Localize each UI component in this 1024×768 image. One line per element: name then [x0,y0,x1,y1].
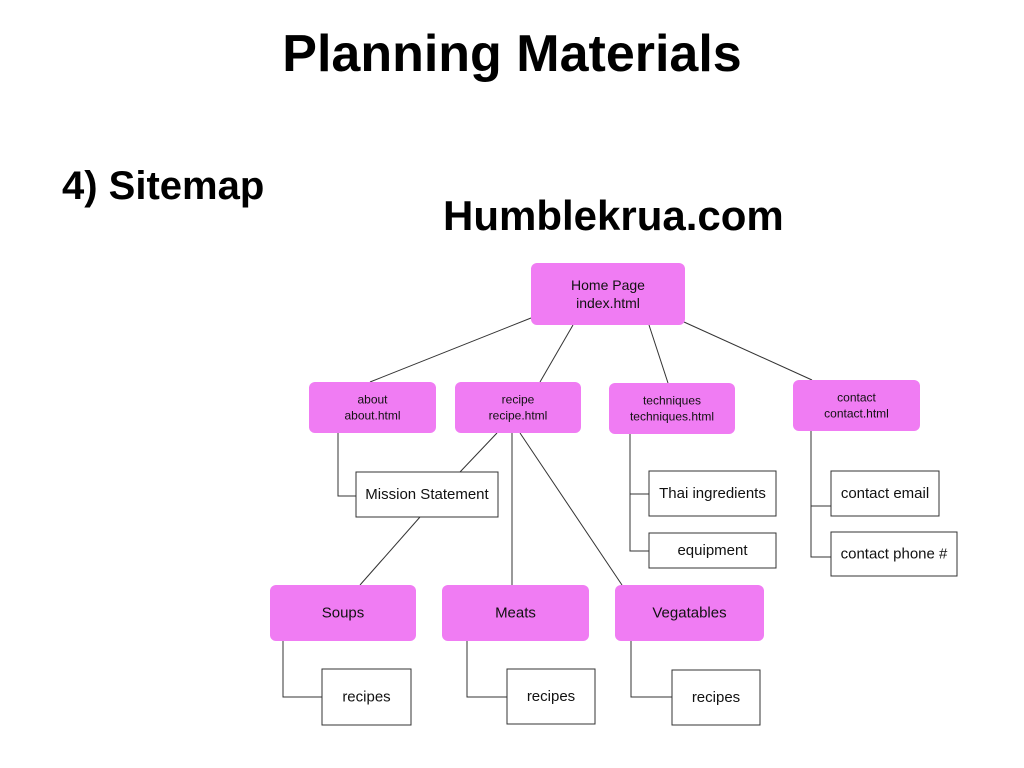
node-label-line: Home Page [571,277,645,293]
connector-lines [282,317,831,698]
node-label-line: contact [837,391,876,405]
node-meats: Meats [442,585,589,641]
node-label-line: equipment [677,542,748,559]
node-label-line: Thai ingredients [659,485,766,502]
site-name: Humblekrua.com [443,192,784,239]
node-soups-recipes: recipes [321,668,412,726]
node-home: Home Page index.html [531,263,685,325]
line-home-recipe [539,324,574,383]
content-box [506,668,596,725]
page-node-box [793,380,920,431]
page-node-box [270,585,416,641]
elbow-techniques-thai [629,434,649,495]
node-label-line: Meats [495,605,536,622]
node-contact-email: contact email [830,470,940,517]
node-label-line: Mission Statement [365,486,489,503]
line-mission-soups [359,516,421,586]
content-box [830,470,940,517]
line-home-contact [683,321,813,381]
content-box [648,470,777,517]
section-heading: 4) Sitemap [62,164,265,208]
node-meats-recipes: recipes [506,668,596,725]
content-box [355,471,499,518]
node-label-line: contact.html [824,406,889,420]
node-label-line: recipe [502,393,535,407]
content-box [671,669,761,726]
elbow-contact-email [810,431,831,507]
node-thai: Thai ingredients [648,470,777,517]
node-label-line: techniques.html [630,409,714,423]
node-soups: Soups [270,585,416,641]
node-label-line: recipes [527,688,575,705]
node-contact-phone: contact phone # [830,531,958,577]
node-label-line: contact email [841,485,929,502]
node-veg-recipes: recipes [671,669,761,726]
elbow-about-mission [337,433,356,497]
node-label-line: Vegatables [652,605,726,622]
line-home-about [369,317,532,383]
elbow-meats-recipes [466,641,507,698]
node-label-line: recipes [692,689,740,706]
node-label-line: index.html [576,295,640,311]
node-mission: Mission Statement [355,471,499,518]
line-recipe-vegatables [519,432,623,586]
content-box [648,532,777,569]
node-label-line: recipes [342,689,390,706]
node-equipment: equipment [648,532,777,569]
node-label-line: contact phone # [841,546,948,563]
elbow-soups-recipes [282,641,322,698]
content-box [830,531,958,577]
slide-title: Planning Materials [282,25,742,83]
node-label-line: Soups [322,605,365,622]
page-node-box [309,382,436,433]
page-node-box [455,382,581,433]
node-label-line: techniques [643,394,701,408]
page-node-box [615,585,764,641]
page-node-box [531,263,685,325]
elbow-techniques-equipment [629,434,649,552]
node-label-line: about.html [344,408,400,422]
node-label-line: about [357,393,388,407]
node-vegatables: Vegatables [615,585,764,641]
line-recipe-mission [459,432,498,473]
line-home-techniques [648,324,669,384]
elbow-veg-recipes [630,641,672,698]
page-node-box [609,383,735,434]
content-box [321,668,412,726]
page-node-box [442,585,589,641]
node-label-line: recipe.html [489,408,548,422]
elbow-contact-phone [810,431,831,558]
